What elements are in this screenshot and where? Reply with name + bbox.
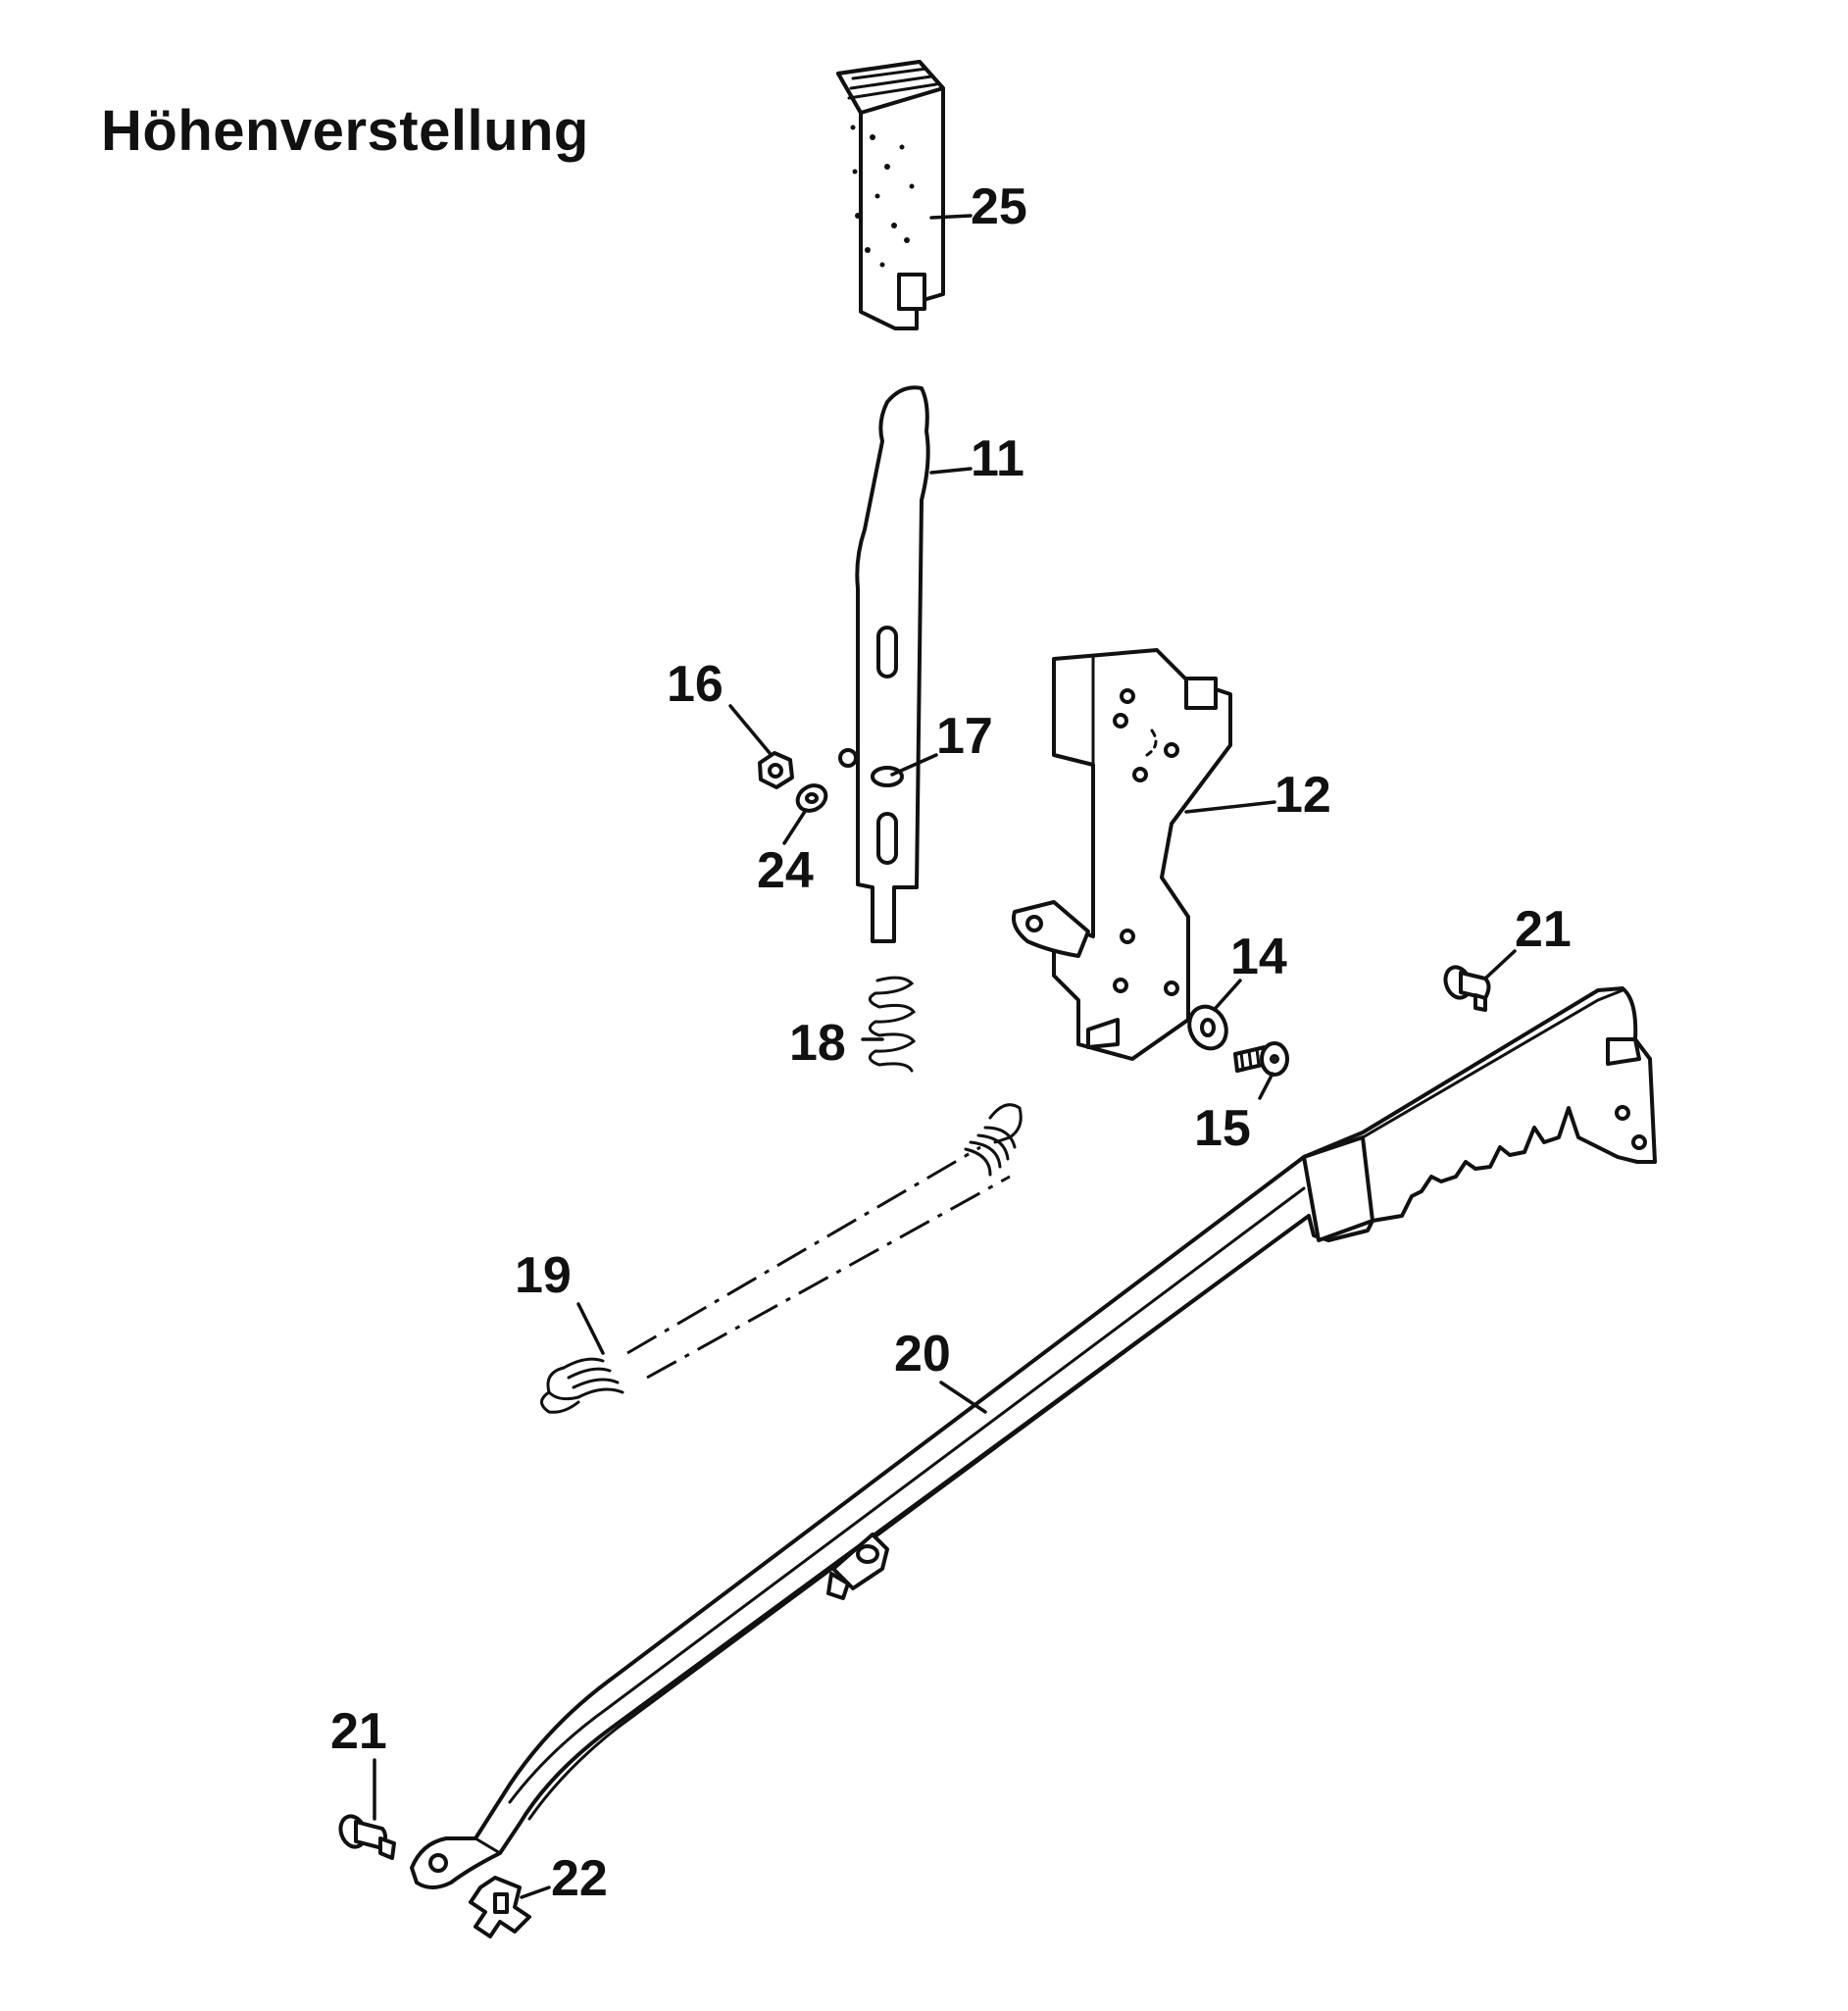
callout-19: 19 (515, 1247, 572, 1304)
part-22-clip (469, 1876, 531, 1938)
diagram-title: Höhenverstellung (101, 99, 589, 163)
part-20-rail (410, 986, 1657, 1889)
callout-21-lower: 21 (330, 1703, 387, 1760)
part-24-washer (795, 783, 828, 813)
callout-16: 16 (667, 656, 724, 713)
callout-24: 24 (757, 842, 814, 899)
callout-11: 11 (971, 430, 1024, 487)
callout-18: 18 (789, 1015, 846, 1072)
part-14-washer (1187, 1004, 1228, 1051)
callout-12: 12 (1274, 767, 1331, 824)
part-16-nut (758, 751, 794, 789)
part-21-pin-upper (1443, 965, 1491, 1012)
callout-25: 25 (971, 178, 1027, 235)
part-25-handle-cap (836, 60, 945, 330)
callout-15: 15 (1194, 1100, 1251, 1157)
part-15-screw (1233, 1041, 1289, 1077)
part-11-lever-bar (838, 385, 930, 943)
part-12-bracket (1011, 648, 1232, 1061)
callout-21-upper: 21 (1515, 901, 1572, 958)
callout-14: 14 (1230, 929, 1287, 985)
callout-17: 17 (936, 708, 993, 765)
callout-20: 20 (894, 1326, 951, 1383)
part-21-pin-lower (338, 1814, 396, 1860)
callout-22: 22 (551, 1850, 608, 1907)
part-18-spring (868, 976, 917, 1073)
leader-lines (373, 214, 1517, 1899)
part-19-extension-spring (540, 1103, 1023, 1414)
